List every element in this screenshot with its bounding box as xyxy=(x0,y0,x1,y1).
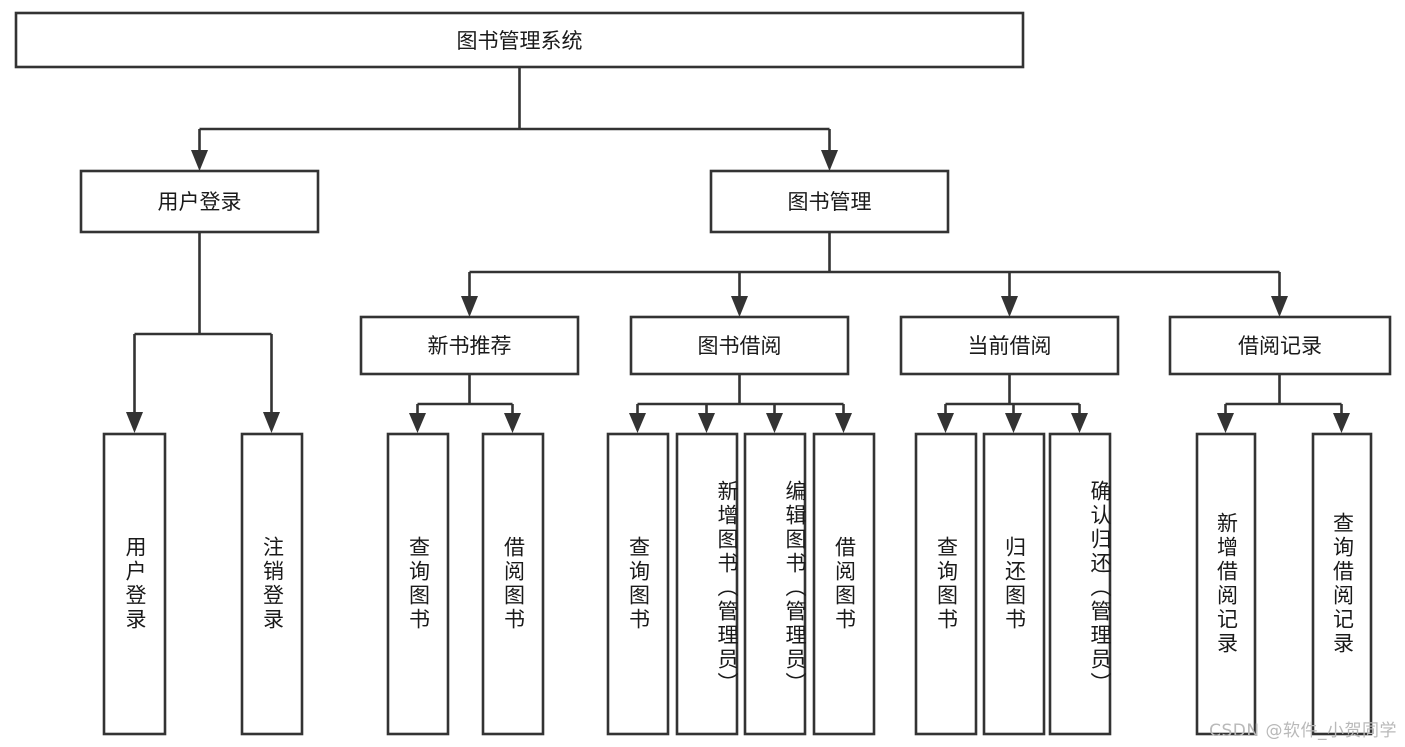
node-new-book-recommend-box[interactable] xyxy=(359,315,580,376)
node-borrow-records-label: 借阅记录 xyxy=(1238,334,1322,358)
arrow-head-bookmgmt xyxy=(821,150,838,171)
leaf-box-borrow-book-1[interactable] xyxy=(481,432,545,736)
leaf-boxes xyxy=(102,432,1373,736)
connector-group-root xyxy=(191,67,838,171)
arrow-head-newbook xyxy=(461,296,478,317)
arrow-head-leaf-logout xyxy=(263,412,280,433)
connector-group-newbook xyxy=(409,374,521,433)
leaf-box-query-book-1[interactable] xyxy=(386,432,450,736)
node-book-management-label: 图书管理 xyxy=(788,190,872,214)
connector-group-current xyxy=(937,374,1088,433)
leaf-box-confirm-return-admin[interactable] xyxy=(1048,432,1112,736)
arrow-head-borrow-leaf3 xyxy=(766,413,783,433)
node-new-book-recommend-label: 新书推荐 xyxy=(428,334,512,358)
node-root[interactable]: 图书管理系统 xyxy=(14,11,1025,69)
leaf-box-logout[interactable] xyxy=(240,432,304,736)
node-user-login[interactable]: 用户登录 xyxy=(79,169,320,234)
leaf-box-query-book-3[interactable] xyxy=(914,432,978,736)
leaf-box-borrow-book-2[interactable] xyxy=(812,432,876,736)
arrow-head-current-leaf3 xyxy=(1071,413,1088,433)
node-root-label: 图书管理系统 xyxy=(457,29,583,53)
leaf-box-user-login[interactable] xyxy=(102,432,167,736)
arrow-head-borrow-leaf4 xyxy=(835,413,852,433)
arrow-head-login xyxy=(191,150,208,171)
node-book-management[interactable]: 图书管理 xyxy=(709,169,950,234)
arrow-head-leaf-user-login xyxy=(126,412,143,433)
node-book-borrow-label: 图书借阅 xyxy=(698,334,782,358)
node-user-login-box[interactable] xyxy=(79,169,320,234)
node-current-borrow-box[interactable] xyxy=(899,315,1120,376)
arrow-head-borrow-leaf2 xyxy=(698,413,715,433)
arrow-head-records-leaf2 xyxy=(1333,413,1350,433)
node-book-borrow[interactable]: 图书借阅 xyxy=(629,315,850,376)
node-new-book-recommend[interactable]: 新书推荐 xyxy=(359,315,580,376)
connector-group-records xyxy=(1217,374,1350,433)
connector-group-book-mgmt xyxy=(461,232,1288,317)
node-root-box[interactable] xyxy=(14,11,1025,69)
connector-group-user-login xyxy=(126,232,280,433)
node-book-borrow-box[interactable] xyxy=(629,315,850,376)
arrow-head-records xyxy=(1271,296,1288,317)
leaf-box-query-borrow-record[interactable] xyxy=(1311,432,1373,736)
leaf-box-add-book-admin[interactable] xyxy=(675,432,739,736)
node-borrow-records[interactable]: 借阅记录 xyxy=(1168,315,1392,376)
connector-group-borrow xyxy=(629,374,852,433)
leaf-box-return-book[interactable] xyxy=(982,432,1046,736)
arrow-head-current-leaf1 xyxy=(937,413,954,433)
leaf-box-query-book-2[interactable] xyxy=(606,432,670,736)
arrow-head-newbook-leaf2 xyxy=(504,413,521,433)
arrow-head-records-leaf1 xyxy=(1217,413,1234,433)
leaf-box-add-borrow-record[interactable] xyxy=(1195,432,1257,736)
leaf-box-edit-book-admin[interactable] xyxy=(743,432,807,736)
arrow-head-newbook-leaf1 xyxy=(409,413,426,433)
node-borrow-records-box[interactable] xyxy=(1168,315,1392,376)
node-current-borrow[interactable]: 当前借阅 xyxy=(899,315,1120,376)
arrow-head-current xyxy=(1001,296,1018,317)
node-book-management-box[interactable] xyxy=(709,169,950,234)
node-current-borrow-label: 当前借阅 xyxy=(968,334,1052,358)
arrow-head-current-leaf2 xyxy=(1005,413,1022,433)
node-user-login-label: 用户登录 xyxy=(158,190,242,214)
arrow-head-borrow-leaf1 xyxy=(629,413,646,433)
arrow-head-borrow xyxy=(731,296,748,317)
csdn-watermark: CSDN @软件_小贺同学 xyxy=(1209,721,1397,741)
